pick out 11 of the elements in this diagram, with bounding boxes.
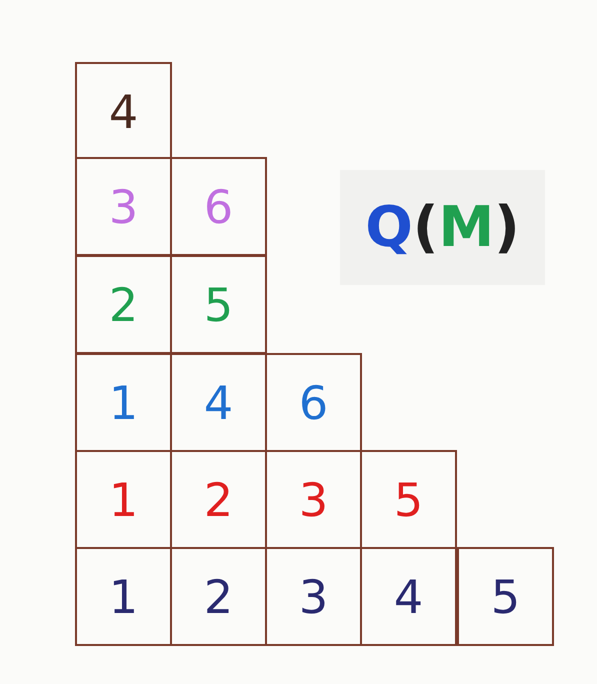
grid-cell: 1 [75,547,172,646]
grid-cell: 1 [75,353,172,452]
grid-cell: 5 [170,255,267,354]
grid-cell: 5 [457,547,554,646]
grid-cell: 6 [170,157,267,256]
grid-cell: 3 [75,157,172,256]
grid-cell: 4 [360,547,457,646]
grid-cell: 6 [265,353,362,452]
tableau-label: Q(M) [340,170,545,285]
grid-cell: 2 [75,255,172,354]
grid-cell: 5 [360,450,457,549]
